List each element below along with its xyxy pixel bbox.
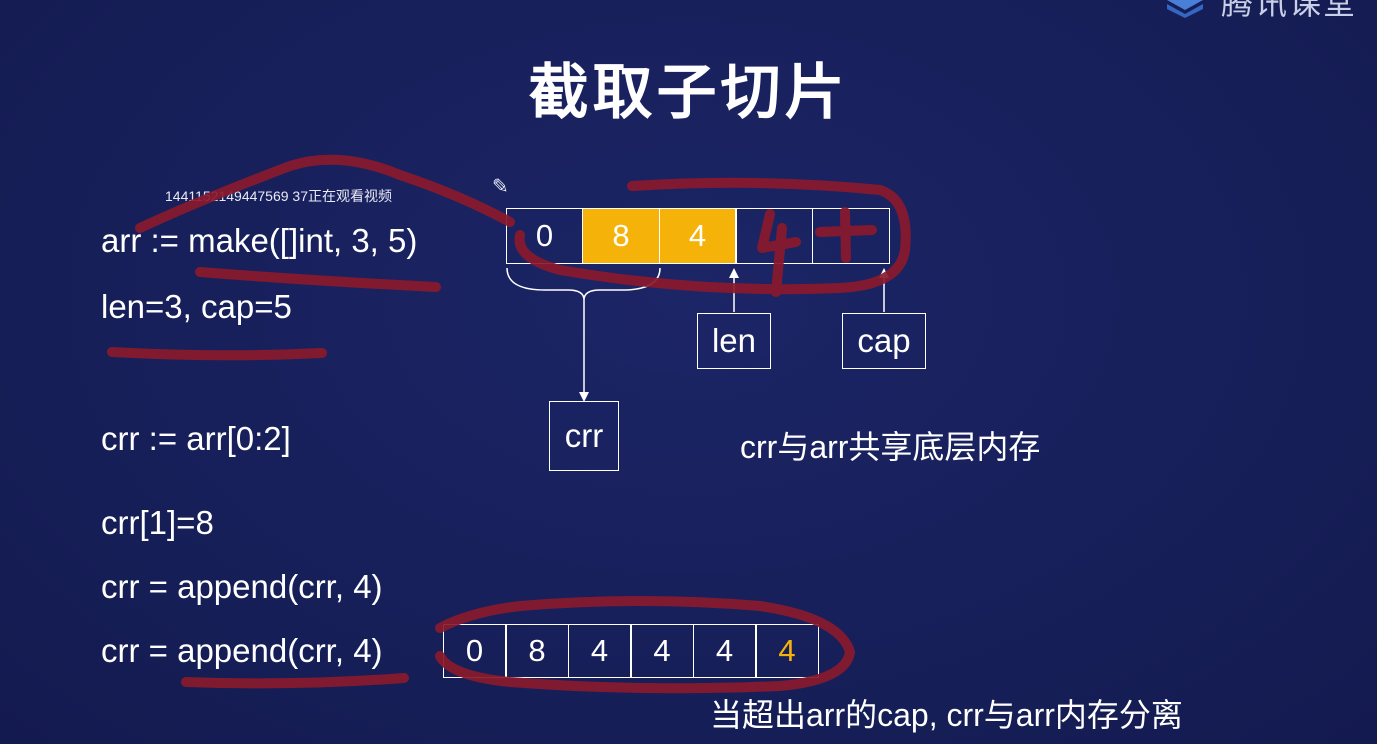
annotation-stroke xyxy=(514,177,911,295)
code-line-append-2: crr = append(crr, 4) xyxy=(101,632,383,669)
pencil-icon[interactable]: ✎ xyxy=(492,174,509,198)
slide-title: 截取子切片 xyxy=(528,58,849,128)
logo-text: 腾讯课堂 xyxy=(1220,0,1357,22)
crr-label-box: crr xyxy=(549,401,619,471)
cube-logo-icon xyxy=(1166,0,1203,18)
annotation-stroke xyxy=(435,596,855,694)
annotation-stroke xyxy=(107,347,327,361)
logo: 腾讯课堂 xyxy=(1163,0,1357,22)
code-line-make: arr := make([]int, 3, 5) xyxy=(101,222,418,259)
code-line-slice: crr := arr[0:2] xyxy=(101,420,291,457)
annotation-stroke xyxy=(135,154,515,233)
annotation-stroke xyxy=(815,207,877,263)
array-cell: 8 xyxy=(505,624,569,678)
array-cell: 4 xyxy=(567,624,632,678)
crr-arrow-head xyxy=(579,392,589,402)
array-cell xyxy=(811,208,890,264)
len-arrow-head xyxy=(729,268,739,278)
annotation-stroke xyxy=(181,673,409,689)
code-line-assign: crr[1]=8 xyxy=(101,504,214,541)
shared-memory-note: crr与arr共享底层内存 xyxy=(740,429,1041,465)
len-label-box: len xyxy=(697,313,771,369)
array-cell: 4 xyxy=(630,624,694,678)
array-cell: 4 xyxy=(755,624,819,678)
annotation-stroke xyxy=(757,209,801,297)
separate-memory-note: 当超出arr的cap, crr与arr内存分离 xyxy=(710,697,1183,733)
array-cell: 8 xyxy=(582,208,660,264)
cap-label-box: cap xyxy=(842,313,926,369)
code-line-len-cap: len=3, cap=5 xyxy=(101,288,292,325)
code-line-append-1: crr = append(crr, 4) xyxy=(101,568,383,605)
annotation-stroke xyxy=(195,267,441,292)
array-crr-appended: 0 8 4 4 4 4 xyxy=(442,624,819,678)
array-cell: 4 xyxy=(692,624,757,678)
array-cell: 4 xyxy=(658,208,737,264)
